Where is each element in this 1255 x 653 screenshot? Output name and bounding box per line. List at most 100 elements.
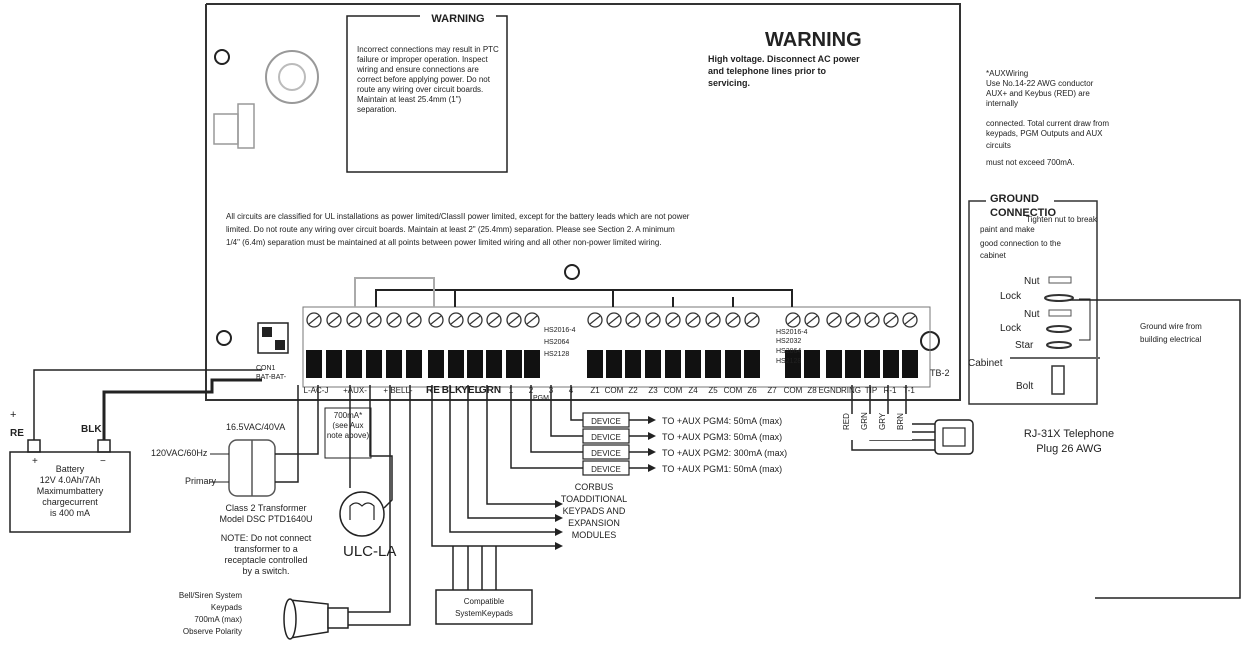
- battery-spec-line: chargecurrent: [42, 497, 98, 507]
- terminal-contact: [346, 350, 362, 378]
- ground-part-label: Lock: [1000, 323, 1022, 334]
- ground-note-line: good connection to the: [980, 239, 1062, 248]
- terminal-strip-frame: [302, 306, 931, 388]
- hs-model-label: HS2032: [776, 338, 801, 345]
- ground-part-label: Bolt: [1016, 381, 1033, 392]
- terminal-contact: [386, 350, 402, 378]
- battery-spec-line: is 400 mA: [50, 508, 90, 518]
- battery-red-wire: [33, 369, 262, 440]
- battery-minus-terminal: −: [100, 456, 106, 467]
- corbus-line: TOADDITIONAL: [561, 494, 627, 504]
- battery-spec-line: 12V 4.0Ah/7Ah: [40, 475, 101, 485]
- con1-connector: [257, 322, 289, 354]
- aux-load-line: (see Aux: [332, 421, 363, 430]
- transformer-primary: Primary: [185, 476, 216, 486]
- hs-model-label: HS2016-4: [544, 327, 576, 334]
- terminal-contact: [625, 350, 641, 378]
- ground-title: GROUND: [990, 193, 1039, 205]
- bolt-icon: [1051, 365, 1065, 395]
- terminal-label: COM: [724, 386, 743, 395]
- bell-wire: [348, 385, 411, 626]
- hs-model-label: HS2128: [544, 351, 569, 358]
- rj31x-jack-icon: [934, 419, 974, 455]
- terminal-contact: [524, 350, 540, 378]
- terminal-label: GRN: [479, 385, 501, 396]
- warning-box-line: Maintain at least 25.4mm (1"): [357, 95, 462, 104]
- star-washer-icon: [1046, 341, 1072, 349]
- nut-icon: [1048, 276, 1072, 284]
- warning-box-line: wiring and ensure connections are: [356, 65, 479, 74]
- circuit-classification-note: All circuits are classified for UL insta…: [226, 212, 690, 247]
- battery-terminal: [97, 439, 111, 453]
- device-spec: TO +AUX PGM1: 50mA (max): [662, 464, 782, 474]
- con1-label: CON1: [256, 365, 276, 372]
- hs-model-label: HS2016-4: [776, 329, 808, 336]
- terminal-contact: [883, 350, 899, 378]
- pgm-device-row: DEVICE TO +AUX PGM2: 300mA (max): [582, 444, 787, 460]
- circuit-note-line: 1/4" (6.4m) separation must be maintaine…: [226, 238, 662, 247]
- terminal-contact: [705, 350, 721, 378]
- terminal-label: Z8: [807, 386, 817, 395]
- ground-note-line: paint and make: [980, 225, 1035, 234]
- ground-part-label: Nut: [1024, 276, 1040, 287]
- device-label: DEVICE: [591, 417, 621, 426]
- terminal-contact: [845, 350, 861, 378]
- aux-note-line: must not exceed 700mA.: [986, 158, 1075, 167]
- terminal-contact: [804, 350, 820, 378]
- terminal-label: YEL: [461, 385, 480, 396]
- circuit-note-line: All circuits are classified for UL insta…: [226, 212, 690, 221]
- board-outline: [205, 3, 961, 401]
- terminal-contact: [326, 350, 342, 378]
- terminal-contact: [864, 350, 880, 378]
- tb2-label: TB-2: [930, 368, 950, 378]
- transformer-input: 120VAC/60Hz: [151, 448, 208, 458]
- transformer-note: receptacle controlled: [224, 555, 307, 565]
- bell-spec-line: 700mA (max): [194, 615, 242, 624]
- warning-box-line: route any wiring over circuit boards.: [357, 85, 483, 94]
- device-label: DEVICE: [591, 465, 621, 474]
- terminal-contact: [406, 350, 422, 378]
- ground-wire: [1070, 299, 1241, 599]
- board-mount-hole: [216, 330, 232, 346]
- battery-body: [9, 451, 131, 533]
- terminal-label: Z6: [747, 386, 757, 395]
- terminal-contact: [902, 350, 918, 378]
- terminal-contact: [685, 350, 701, 378]
- bell-spec-line: Bell/Siren System: [179, 591, 242, 600]
- telephone-wire-label: GRY: [878, 412, 887, 430]
- device-spec: TO +AUX PGM2: 300mA (max): [662, 448, 787, 458]
- battery-blk-label: BLK: [81, 424, 102, 435]
- ground-wire-label: building electrical: [1140, 335, 1202, 344]
- transformer-class: Model DSC PTD1640U: [219, 514, 312, 524]
- terminal-label: R-1: [884, 386, 897, 395]
- hs-model-label: HS2128: [776, 358, 801, 365]
- warning-box-line: Incorrect connections may result in PTC: [357, 45, 499, 54]
- terminal-contact: [606, 350, 622, 378]
- battery-black-wire: [102, 378, 262, 440]
- corbus-line: EXPANSION: [568, 518, 620, 528]
- terminal-label: Z2: [628, 386, 638, 395]
- aux-wiring-note: *AUXWiring Use No.14-22 AWG conductor AU…: [986, 69, 1109, 167]
- telephone-label: Plug 26 AWG: [1036, 443, 1102, 455]
- arrow-right-icon: [648, 464, 656, 472]
- aux-note-line: *AUXWiring: [986, 69, 1028, 78]
- pgm-device-row: DEVICE TO +AUX PGM1: 50mA (max): [582, 460, 782, 476]
- terminal-contact: [448, 350, 464, 378]
- terminal-label: COM: [605, 386, 624, 395]
- terminal-contact: [645, 350, 661, 378]
- ac-wire: [275, 385, 299, 483]
- bell-spec-line: Observe Polarity: [183, 627, 242, 636]
- ulc-la-device-icon: [339, 491, 385, 537]
- device-label: DEVICE: [591, 449, 621, 458]
- siren-horn-icon: [283, 598, 349, 640]
- battery-re-label: RE: [10, 428, 24, 439]
- aux-load-box: [324, 407, 372, 459]
- pgm-label: PGM: [533, 395, 549, 402]
- hv-warning-line: and telephone lines prior to: [708, 66, 827, 76]
- keypads-line: Compatible: [464, 597, 505, 606]
- terminal-label: T-1: [903, 386, 915, 395]
- terminal-label: BLK: [442, 385, 463, 396]
- device-label: DEVICE: [591, 433, 621, 442]
